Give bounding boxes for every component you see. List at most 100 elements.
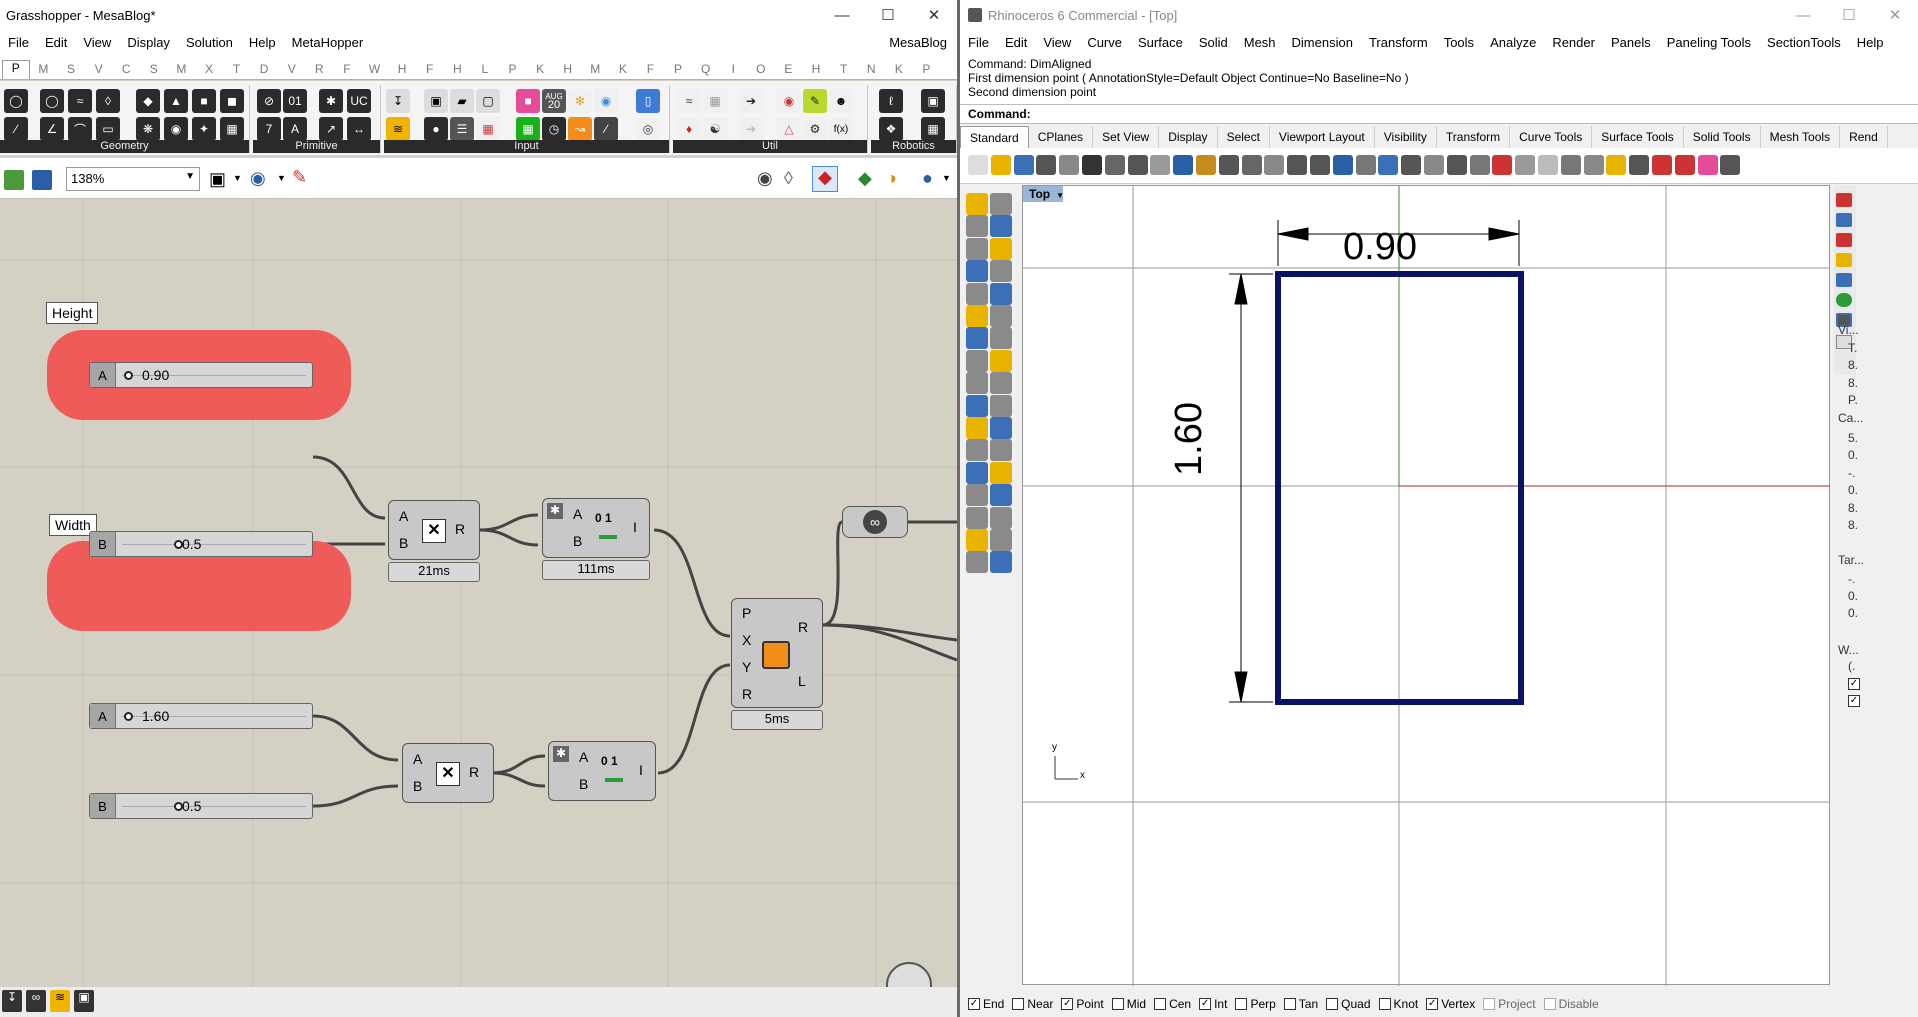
layers-icon[interactable] — [1836, 213, 1852, 227]
freeform-icon[interactable] — [990, 282, 1012, 305]
rhino-menu-render[interactable]: Render — [1552, 34, 1595, 50]
gh-menu-file[interactable]: File — [8, 34, 29, 50]
range-component[interactable]: ✱ A B 0 1 I — [542, 498, 650, 558]
surface-icon[interactable]: ◊ — [96, 89, 120, 113]
maximize-button[interactable]: ☐ — [1842, 7, 1856, 24]
print-icon[interactable] — [1036, 155, 1057, 175]
bird-icon[interactable]: ≈ — [677, 89, 701, 113]
robot-cell-icon[interactable]: ▣ — [921, 89, 945, 113]
number-slider[interactable]: A 1.60 — [89, 703, 313, 729]
check-icon[interactable] — [990, 529, 1012, 551]
plane-surface-icon[interactable] — [990, 349, 1012, 372]
checker-icon[interactable]: ▦ — [703, 89, 727, 113]
osnap-perp[interactable]: Perp — [1235, 997, 1276, 1011]
gh-menu-edit[interactable]: Edit — [44, 34, 68, 50]
toggle-icon[interactable]: ▣ — [74, 990, 94, 1012]
rhino-menu-dimension[interactable]: Dimension — [1291, 34, 1353, 50]
graph-icon[interactable]: ≋ — [50, 990, 70, 1012]
paste-icon[interactable] — [1127, 155, 1148, 175]
zoom-selected-icon[interactable] — [1287, 155, 1308, 175]
gh-menu-view[interactable]: View — [83, 34, 112, 50]
grid-snap-icon[interactable] — [990, 484, 1012, 507]
sphere-icon[interactable] — [1652, 155, 1672, 175]
domain-icon[interactable]: ✱ — [319, 89, 343, 113]
gh-tab[interactable]: V — [94, 62, 103, 76]
points-icon[interactable] — [1401, 155, 1422, 175]
panel-icon[interactable]: ▢ — [476, 89, 500, 113]
osnap-checkbox[interactable] — [1154, 997, 1167, 1010]
gradient-icon[interactable]: ■ — [516, 89, 540, 113]
offset-icon[interactable] — [990, 439, 1012, 462]
arc-icon[interactable] — [966, 282, 988, 305]
osnap-checkbox[interactable] — [1012, 997, 1025, 1010]
distance-icon[interactable] — [1446, 155, 1467, 175]
cylinder-icon[interactable] — [966, 349, 988, 372]
trim-icon[interactable] — [990, 394, 1012, 417]
gh-menu-display[interactable]: Display — [127, 34, 170, 50]
copy-icon[interactable] — [1104, 155, 1125, 175]
graph-icon[interactable]: ≋ — [386, 117, 410, 141]
flask-icon[interactable]: △ — [777, 117, 801, 141]
close-button[interactable]: ✕ — [927, 7, 941, 24]
open-file-icon[interactable] — [990, 155, 1011, 175]
osnap-cen[interactable]: Cen — [1154, 997, 1191, 1011]
rhino-tab[interactable]: Transform — [1437, 126, 1511, 148]
gh-tab[interactable]: P — [922, 62, 931, 76]
dimension-width-text[interactable]: 0.90 — [1343, 226, 1417, 268]
preview-off-icon[interactable]: ◉ — [757, 168, 773, 188]
gh-tab[interactable]: F — [426, 62, 434, 76]
new-file-icon[interactable] — [968, 155, 988, 175]
rhino-menu-paneling-tools[interactable]: Paneling Tools — [1666, 34, 1752, 50]
transform-icon[interactable]: ✦ — [192, 117, 216, 141]
rendered-icon[interactable] — [1606, 155, 1627, 175]
osnap-point[interactable]: ✓Point — [1061, 997, 1104, 1011]
rhino-menu-analyze[interactable]: Analyze — [1490, 34, 1537, 50]
slider-knob[interactable] — [174, 540, 184, 549]
gh-tab[interactable]: P — [674, 62, 683, 76]
osnap-checkbox[interactable] — [1283, 997, 1296, 1010]
shaded-preview-icon[interactable]: ◆ — [812, 166, 838, 192]
gh-tab[interactable]: S — [149, 62, 158, 76]
polyline-icon[interactable] — [966, 215, 988, 238]
material-icon[interactable] — [1629, 155, 1650, 175]
rhino-menu-curve[interactable]: Curve — [1087, 34, 1122, 50]
slider-icon[interactable]: ▰ — [450, 89, 474, 113]
select-icon[interactable] — [966, 193, 988, 215]
cplane-icon[interactable] — [1469, 155, 1490, 175]
rhino-tab[interactable]: Standard — [960, 126, 1029, 148]
gh-canvas[interactable]: Height Width A 0.90 B 0.5 A 1.60 B 0.5 — [0, 200, 957, 987]
number-slider[interactable]: B 0.5 — [89, 531, 313, 557]
point-icon[interactable] — [990, 193, 1012, 215]
gears-icon[interactable]: ⚙ — [803, 117, 827, 141]
gh-tab[interactable]: P — [2, 60, 30, 79]
maximize-button[interactable]: ☐ — [881, 7, 895, 24]
cut-icon[interactable] — [1082, 155, 1102, 175]
gh-tab[interactable]: M — [590, 62, 601, 76]
line-icon[interactable]: ∕ — [4, 117, 28, 141]
gh-tab[interactable]: I — [731, 62, 735, 76]
car-icon[interactable] — [1378, 155, 1399, 175]
rectangle-curve[interactable] — [1275, 271, 1524, 705]
prism-icon[interactable] — [966, 529, 988, 551]
osnap-int[interactable]: ✓Int — [1199, 997, 1227, 1011]
render-icon[interactable] — [990, 551, 1012, 574]
material-icon[interactable]: ◑ — [886, 168, 897, 188]
download-icon[interactable]: ↧ — [2, 990, 22, 1012]
gh-menu-mesablog[interactable]: MesaBlog — [889, 34, 947, 50]
gh-tab[interactable]: O — [756, 62, 766, 76]
rhino-tab[interactable]: Curve Tools — [1510, 126, 1593, 148]
brep-icon[interactable]: ◆ — [136, 89, 160, 113]
twisted-box-icon[interactable]: ▦ — [220, 117, 244, 141]
gh-tab[interactable]: M — [176, 62, 187, 76]
height-dimension[interactable] — [1229, 273, 1273, 703]
box-icon[interactable] — [966, 327, 988, 350]
solid-icon[interactable] — [966, 484, 988, 507]
selected-preview-icon[interactable]: ◆ — [858, 168, 872, 188]
rhino-tab[interactable]: Visibility — [1375, 126, 1437, 148]
dimension-height-text[interactable]: 1.60 — [1168, 402, 1210, 476]
osnap-quad[interactable]: Quad — [1326, 997, 1371, 1011]
osnap-checkbox[interactable] — [1543, 997, 1556, 1010]
geometry-param[interactable]: ∞ — [842, 506, 908, 538]
text-icon[interactable] — [966, 461, 988, 484]
bezier-icon[interactable]: ↝ — [568, 117, 592, 141]
